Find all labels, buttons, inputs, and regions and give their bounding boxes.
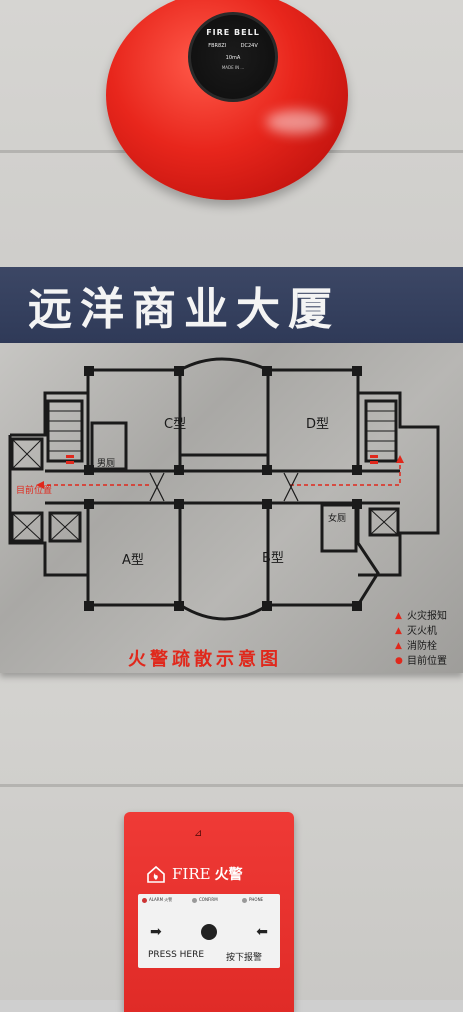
location-dot-icon: ●: [395, 656, 403, 666]
extinguisher-icon: ▲: [395, 626, 402, 636]
womens-restroom-label: 女厕: [328, 514, 347, 524]
legend-item: ▲ 火灾报知: [395, 611, 447, 622]
mens-restroom-box: [90, 421, 128, 471]
floor-plan-drawing: [8, 357, 440, 621]
arrow-left-icon: ⬅: [256, 924, 268, 940]
house-fire-icon: [147, 865, 165, 883]
warning-triangle-icon: ▲: [395, 611, 402, 621]
elevator-left-2: [10, 511, 44, 543]
confirm-indicator: CONFIRM: [192, 897, 218, 903]
arrow-right-icon: ➡: [150, 924, 162, 940]
map-caption: 火警疏散示意图: [128, 649, 282, 670]
route-arrow-left: [36, 481, 44, 489]
hydrant-icon: ▲: [395, 641, 402, 651]
room-a-label: A型: [122, 553, 144, 568]
elevator-right: [368, 507, 400, 537]
alarm-indicator: ALARM 火警: [142, 897, 172, 903]
call-point-face[interactable]: ALARM 火警 CONFIRM PHONE ➡ ⬅ PRESS HERE 按下…: [138, 894, 280, 968]
room-b-label: B型: [262, 551, 284, 566]
legend-item: ● 目前位置: [395, 656, 447, 667]
route-arrow-right: [396, 455, 404, 463]
fire-bell-nameplate: FIRE BELL FBR8ZI DC24V 10mA MADE IN ...: [188, 12, 278, 102]
press-here-label: PRESS HERE: [148, 950, 205, 960]
right-wing-outline: [358, 391, 440, 577]
upper-rooms-outline: [86, 357, 360, 473]
tile-seam: [0, 784, 463, 787]
elevator-left-1: [10, 437, 44, 471]
mens-restroom-label: 男厕: [97, 459, 116, 469]
legend-item: ▲ 消防栓: [395, 641, 437, 652]
legend-item: ▲ 灭火机: [395, 626, 437, 637]
phone-indicator: PHONE: [242, 897, 263, 903]
bell-current: 10mA: [225, 55, 241, 61]
bell-title: FIRE BELL: [206, 28, 260, 37]
womens-restroom-box: [320, 503, 358, 553]
brand-mark-icon: ⊿: [194, 828, 203, 839]
room-d-label: D型: [306, 417, 330, 432]
building-name-banner: 远洋商业大厦: [0, 267, 463, 343]
evacuation-route-right: [290, 461, 401, 486]
bell-highlight: [266, 110, 326, 134]
fire-bell: FIRE BELL FBR8ZI DC24V 10mA MADE IN ...: [106, 0, 348, 200]
bell-model: FBR8ZI: [208, 43, 227, 49]
left-wing-outline: [8, 391, 88, 577]
manual-fire-alarm-call-point[interactable]: ⊿ FIRE 火警 ALARM 火警 CONFIRM PHONE ➡ ⬅ PRE…: [124, 812, 294, 1012]
elevator-left-3: [48, 511, 82, 543]
current-position-label: 目前位置: [16, 486, 53, 496]
press-button[interactable]: [201, 924, 217, 940]
fire-label: FIRE: [172, 865, 211, 883]
evacuation-map-plate: C型 D型 A型 B型 男厕 女厕 目前位置 火警疏散示意图 ▲ 火灾报知 ▲ …: [0, 343, 463, 673]
building-name: 远洋商业大厦: [28, 284, 340, 335]
fire-cn-label: 火警: [214, 867, 243, 883]
map-legend: ▲ 火灾报知 ▲ 灭火机 ▲ 消防栓 ● 目前位置: [395, 609, 461, 669]
bell-fine-print: MADE IN ...: [221, 65, 245, 70]
press-cn-label: 按下报警: [226, 953, 263, 963]
bell-voltage: DC24V: [240, 43, 258, 49]
room-c-label: C型: [164, 417, 187, 432]
lower-rooms-outline: [86, 501, 380, 621]
